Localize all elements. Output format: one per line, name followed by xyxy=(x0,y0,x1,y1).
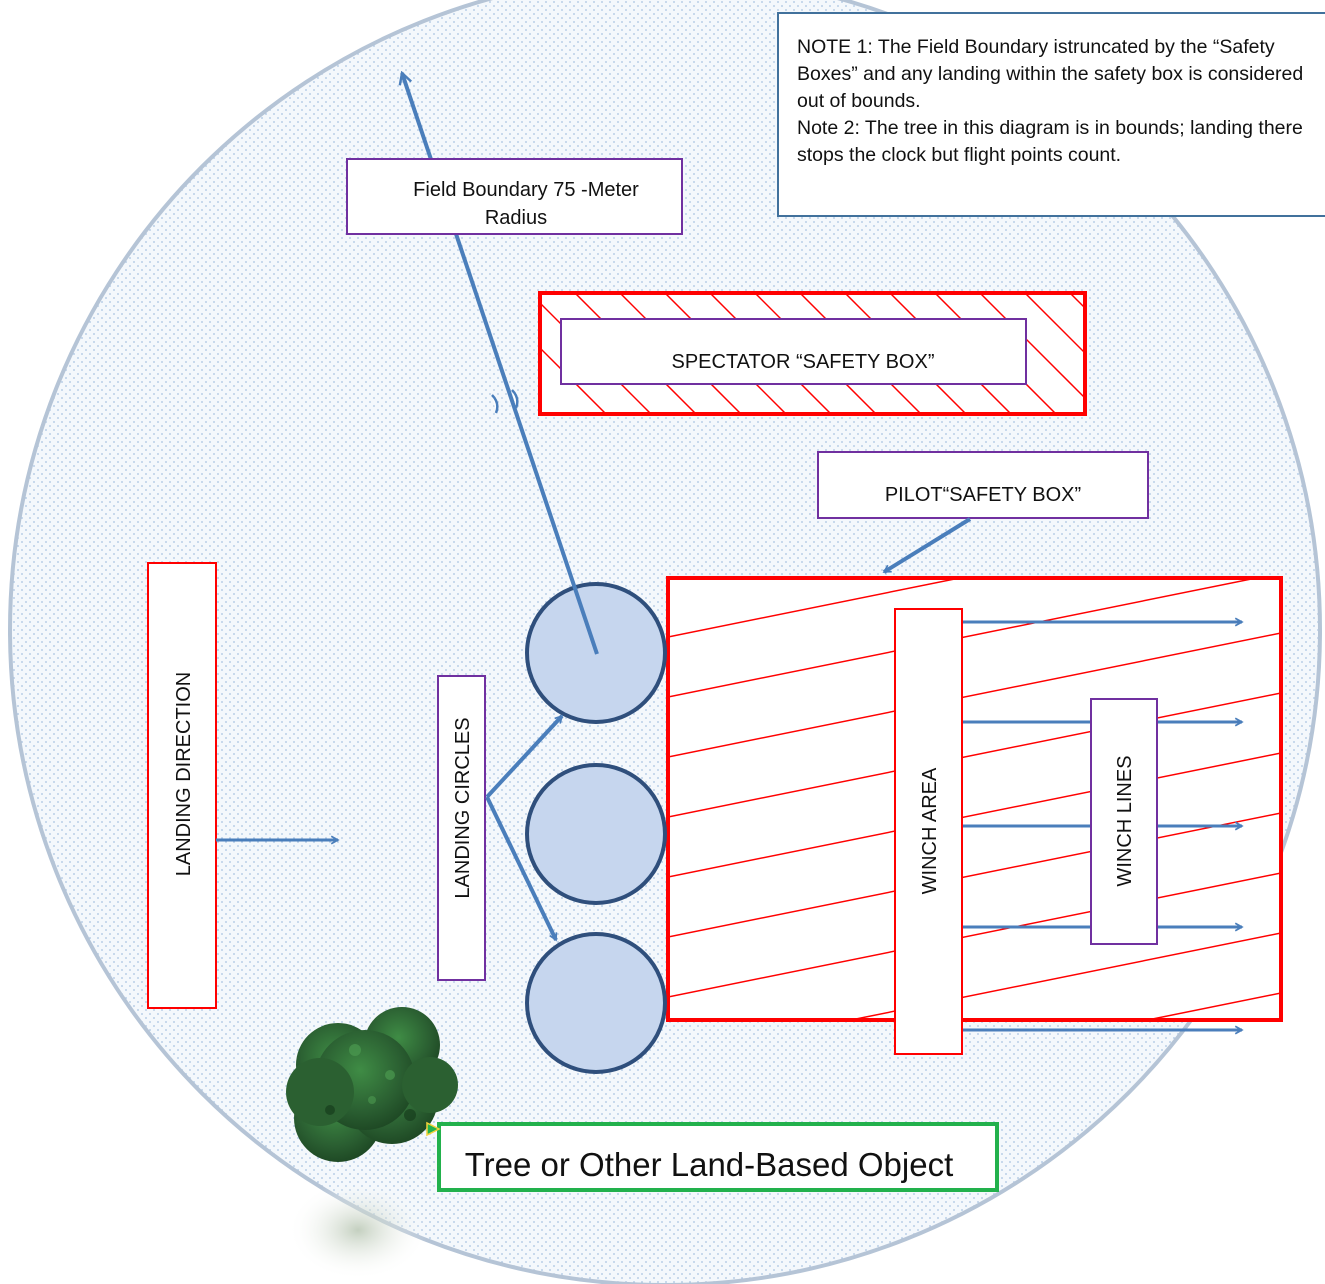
notes-box: NOTE 1: The Field Boundary istruncated b… xyxy=(777,12,1325,217)
tree-shadow xyxy=(288,1180,428,1280)
winch-lines-box xyxy=(1090,698,1158,945)
field-boundary-label-box xyxy=(346,158,683,235)
landing-circles-label: LANDING CIRCLES xyxy=(452,717,474,898)
tree-icon xyxy=(286,1007,458,1162)
landing-circle-3 xyxy=(525,932,667,1074)
landing-circles xyxy=(525,582,667,1074)
break-symbol xyxy=(491,389,519,414)
winch-area-box xyxy=(894,608,963,1055)
spectator-label: SPECTATOR “SAFETY BOX” xyxy=(671,351,934,373)
tree-label: Tree or Other Land-Based Object xyxy=(465,1146,954,1183)
landing-direction-box xyxy=(147,562,217,1009)
field-boundary-label-line2: Radius xyxy=(485,207,547,229)
landing-circles-pointers xyxy=(485,714,564,940)
pilot-label: PILOT“SAFETY BOX” xyxy=(885,484,1081,506)
note-2: Note 2: The tree in this diagram is in b… xyxy=(797,117,1303,166)
note-1: NOTE 1: The Field Boundary istruncated b… xyxy=(797,36,1304,112)
pilot-label-box xyxy=(817,451,1149,519)
winch-area-label: WINCH AREA xyxy=(919,767,941,894)
tree-pointer-arrow xyxy=(426,1121,441,1137)
landing-direction-label: LANDING DIRECTION xyxy=(173,672,195,876)
spectator-label-box xyxy=(560,318,1027,385)
pilot-safety-box xyxy=(666,576,1283,1022)
landing-circle-2 xyxy=(525,763,667,905)
winch-lines-label: WINCH LINES xyxy=(1114,755,1136,886)
landing-circles-box xyxy=(437,675,486,981)
pilot-pointer-arrow xyxy=(884,517,972,574)
field-boundary-label-line1: Field Boundary 75 -Meter xyxy=(413,179,639,201)
tree-label-box xyxy=(437,1122,999,1192)
